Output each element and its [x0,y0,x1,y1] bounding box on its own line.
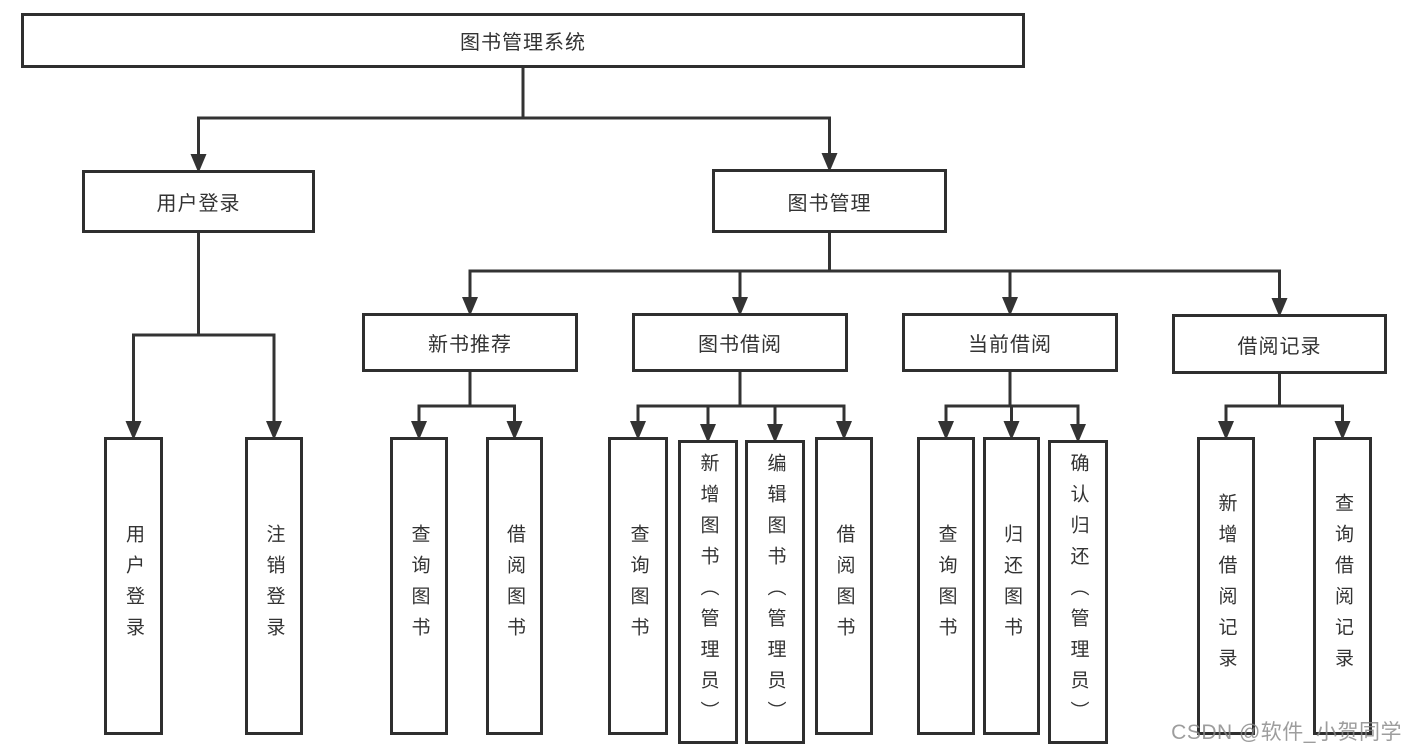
node-leaf-user-login: 用户登录 [104,437,163,735]
node-label-leaf-confirm-return-admin: 确认归还（管理员） [1067,452,1089,732]
node-leaf-borrow-book-1: 借阅图书 [486,437,543,735]
arrowhead-icon [266,421,282,440]
node-label-book-mgmt: 图书管理 [787,192,872,215]
arrowhead-icon [1070,424,1086,443]
arrowhead-icon [1334,421,1351,440]
node-label-current-borrow: 当前借阅 [968,334,1052,356]
node-borrow-records: 借阅记录 [1172,314,1387,374]
node-label-borrow-records: 借阅记录 [1237,335,1322,358]
node-label-leaf-edit-book-admin: 编辑图书（管理员） [764,452,786,732]
node-book-borrow: 图书借阅 [632,313,848,372]
node-leaf-return-book: 归还图书 [983,437,1040,735]
arrowhead-icon [938,421,954,440]
node-new-book-rec: 新书推荐 [362,313,578,372]
node-leaf-confirm-return-admin: 确认归还（管理员） [1048,440,1108,744]
node-label-leaf-borrow-book-1: 借阅图书 [504,524,525,648]
node-leaf-add-borrow-record: 新增借阅记录 [1197,437,1255,735]
node-user-login: 用户登录 [82,170,315,233]
node-label-user-login: 用户登录 [156,193,241,215]
node-label-leaf-query-book-1: 查询图书 [408,524,430,648]
node-book-mgmt: 图书管理 [712,169,947,233]
arrowhead-icon [1002,297,1018,316]
arrowhead-icon [506,421,523,440]
arrowhead-icon [732,297,748,316]
node-label-new-book-rec: 新书推荐 [428,334,512,356]
node-label-root: 图书管理系统 [460,32,586,54]
node-leaf-logout: 注销登录 [245,437,303,735]
arrowhead-icon [767,424,783,443]
node-label-leaf-query-book-3: 查询图书 [935,524,957,648]
node-root: 图书管理系统 [21,13,1025,68]
node-leaf-query-book-3: 查询图书 [917,437,975,735]
node-label-book-borrow: 图书借阅 [698,334,782,356]
arrowhead-icon [125,421,142,440]
node-label-leaf-query-book-2: 查询图书 [627,524,649,648]
node-label-leaf-add-borrow-record: 新增借阅记录 [1215,493,1237,679]
node-label-leaf-return-book: 归还图书 [1001,524,1022,648]
arrowhead-icon [1218,421,1234,440]
node-label-leaf-user-login: 用户登录 [123,524,144,648]
arrowhead-icon [700,424,716,443]
arrowhead-icon [836,421,852,440]
node-label-leaf-query-borrow-record: 查询借阅记录 [1332,493,1353,679]
arrowhead-icon [630,421,646,440]
arrowhead-icon [1271,298,1288,317]
node-label-leaf-borrow-book-2: 借阅图书 [833,524,855,648]
arrowhead-icon [462,297,478,316]
arrowhead-icon [1003,421,1020,440]
arrowhead-icon [821,153,838,172]
arrowhead-icon [190,154,207,173]
node-leaf-borrow-book-2: 借阅图书 [815,437,873,735]
node-leaf-query-book-1: 查询图书 [390,437,448,735]
node-leaf-query-book-2: 查询图书 [608,437,668,735]
node-current-borrow: 当前借阅 [902,313,1118,372]
node-leaf-add-book-admin: 新增图书（管理员） [678,440,738,744]
arrowhead-icon [411,421,427,440]
node-label-leaf-logout: 注销登录 [263,524,285,648]
node-label-leaf-add-book-admin: 新增图书（管理员） [697,452,719,732]
node-leaf-query-borrow-record: 查询借阅记录 [1313,437,1372,735]
node-leaf-edit-book-admin: 编辑图书（管理员） [745,440,805,744]
